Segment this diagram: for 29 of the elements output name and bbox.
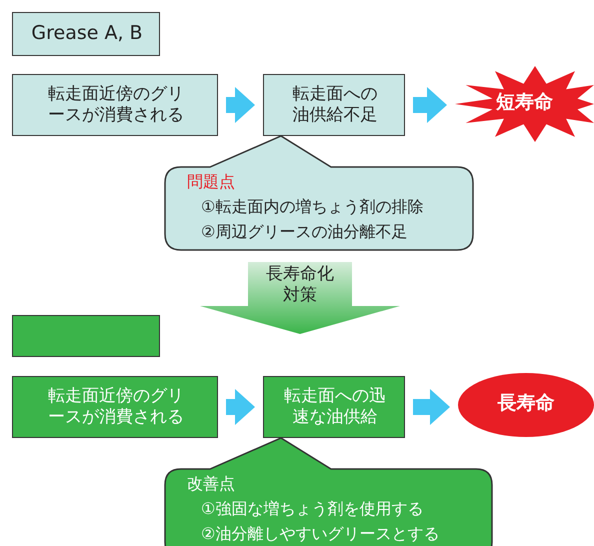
node-label: Grease A, B	[30, 22, 144, 46]
callout-text: ①強固な増ちょう剤を使用する	[201, 499, 424, 520]
starburst	[455, 66, 594, 142]
process-box	[263, 376, 405, 438]
arrow	[226, 389, 255, 425]
callout-heading: 問題点	[187, 172, 235, 193]
process-box	[263, 74, 405, 136]
callout-balloon	[165, 438, 492, 546]
callout-text: ②油分離しやすいグリースとする	[201, 524, 440, 545]
node-label: 転走面への油供給不足	[292, 84, 378, 126]
callout-text: ①転走面内の増ちょう剤の排除	[201, 197, 424, 218]
arrow	[226, 87, 255, 123]
node-label: 転走面近傍のグリースが消費される	[47, 386, 185, 428]
arrow	[413, 389, 450, 425]
title-box	[12, 12, 160, 56]
edge-label: 長寿命化対策	[265, 264, 335, 306]
callout-balloon	[165, 136, 473, 250]
node-label: 転走面近傍のグリースが消費される	[47, 84, 185, 126]
process-box	[12, 376, 218, 438]
process-box	[12, 74, 218, 136]
node-label: 長寿命	[496, 392, 556, 416]
arrow	[200, 262, 400, 334]
arrow	[413, 87, 447, 123]
node-label: 短寿命	[494, 91, 554, 115]
callout-heading: 改善点	[187, 474, 235, 495]
title-box	[12, 315, 160, 357]
callout-text: ②周辺グリースの油分離不足	[201, 222, 408, 243]
node-label: 転走面への迅速な油供給	[283, 386, 387, 428]
result-ellipse	[458, 373, 594, 437]
